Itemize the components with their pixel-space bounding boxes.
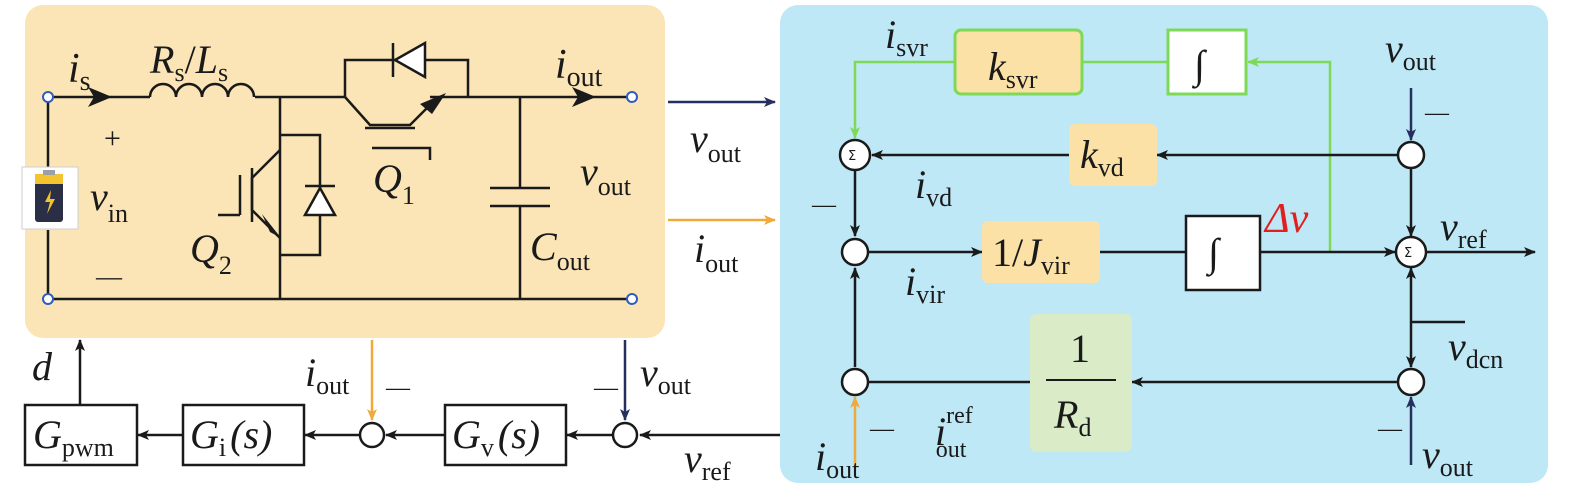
- v-out-loop-label: vout: [640, 350, 692, 400]
- inv-j-label: 1/Jvir: [992, 230, 1070, 280]
- is-arrow: [88, 87, 112, 107]
- k-svr-label: ksvr: [988, 44, 1038, 94]
- inductor-coil: [148, 82, 256, 98]
- q2-label: Q2: [190, 226, 232, 280]
- q1-diode: [392, 40, 427, 80]
- vout-link-label: vout: [690, 116, 742, 168]
- g-v-block: [443, 403, 568, 467]
- control-background: [780, 5, 1548, 483]
- vout-label-circuit: vout: [580, 149, 632, 201]
- iout-label-circuit: iout: [555, 42, 603, 93]
- q1-gate: [372, 146, 432, 160]
- sum-node-left-bottom: [840, 367, 870, 397]
- svr-feedback-line: [1247, 57, 1332, 252]
- svr-line-left: [850, 60, 955, 139]
- k-vd-label: kvd: [1080, 132, 1124, 182]
- i-out-loop-label: iout: [305, 350, 350, 400]
- sum-node-left-mid: [840, 237, 870, 267]
- k-svr-block: [953, 28, 1084, 96]
- terminal-out-top: [626, 91, 638, 103]
- inv-rd-denominator: Rd: [1053, 392, 1091, 442]
- inv-j-block: [982, 221, 1100, 283]
- v-out-top-label: vout: [1385, 26, 1437, 76]
- integrator-main-symbol: ∫: [1205, 230, 1222, 277]
- minus-sign: —: [95, 262, 123, 291]
- minus-vout-loop: —: [593, 375, 619, 401]
- g-pwm-label: Gpwm: [33, 412, 114, 462]
- minus-bottom-right: —: [1377, 416, 1403, 442]
- q1-emitter-arrow: [420, 93, 446, 114]
- v-ref-label-control: vref: [1440, 204, 1487, 254]
- q1-body: [344, 96, 439, 127]
- k-vd-block: [1069, 124, 1157, 186]
- i-vd-label: ivd: [915, 162, 952, 212]
- g-v-label: Gv(s): [452, 412, 540, 462]
- circuit-background: [25, 5, 665, 338]
- v-ref-loop-label: vref: [684, 436, 731, 486]
- sum-node-voltage: [611, 421, 639, 449]
- i-out-bottom-label: iout: [815, 434, 860, 484]
- iout-link-label: iout: [694, 226, 739, 278]
- inv-rd-numerator: 1: [1070, 326, 1090, 371]
- integrator-main-block: [1184, 214, 1262, 292]
- sum-node-right-sigma: Σ: [1404, 246, 1412, 261]
- delta-v-label: Δv: [1263, 196, 1309, 242]
- circuit-panel: is Rs/Ls + — vin Q1 Q2 iout vout Cout: [21, 5, 665, 338]
- cout-label: Cout: [530, 224, 591, 276]
- vin-label: vin: [90, 174, 128, 228]
- control-panel: ksvr ∫ isvr Σ kvd ivd — ivir 1/Jvir ∫ Δv…: [780, 5, 1548, 484]
- sum-node-current: [358, 421, 386, 449]
- sum-node-left-top-sigma: Σ: [848, 149, 856, 164]
- v-out-bottom-label: vout: [1422, 432, 1474, 482]
- iout-arrow: [572, 87, 596, 107]
- i-svr-label: isvr: [885, 12, 928, 62]
- q2-emitter-arrow: [262, 214, 281, 238]
- minus-left: —: [811, 192, 837, 218]
- battery-icon: [21, 166, 79, 230]
- terminal-in-bottom: [42, 293, 54, 305]
- i-vir-label: ivir: [905, 259, 945, 309]
- capacitor-plates: [490, 186, 550, 208]
- v-dcn-label: vdcn: [1448, 324, 1503, 374]
- d-label: d: [32, 344, 53, 389]
- q2-diode: [302, 185, 338, 217]
- sum-node-right-bottom: [1396, 367, 1426, 397]
- sum-node-right-top: [1396, 140, 1426, 170]
- g-pwm-block: [23, 403, 139, 467]
- is-label: is: [68, 46, 91, 97]
- minus-bottom-left: —: [869, 416, 895, 442]
- minus-top: —: [1424, 100, 1450, 126]
- minus-iout-loop: —: [385, 375, 411, 401]
- q1-label: Q1: [373, 156, 415, 210]
- terminal-in-top: [42, 91, 54, 103]
- rs-ls-label: Rs/Ls: [149, 37, 228, 87]
- q2-gate: [218, 175, 242, 217]
- inner-loop: vref vout — Gv(s) iout — Gi(s) Gpwm d: [23, 339, 780, 486]
- terminal-out-bottom: [626, 293, 638, 305]
- integrator-svr-symbol: ∫: [1191, 42, 1208, 89]
- g-i-label: Gi(s): [190, 412, 272, 462]
- plus-sign: +: [104, 122, 121, 155]
- integrator-svr-block: [1166, 28, 1248, 96]
- link-arrows: vout iout: [668, 97, 776, 278]
- inv-rd-block: [1030, 314, 1132, 452]
